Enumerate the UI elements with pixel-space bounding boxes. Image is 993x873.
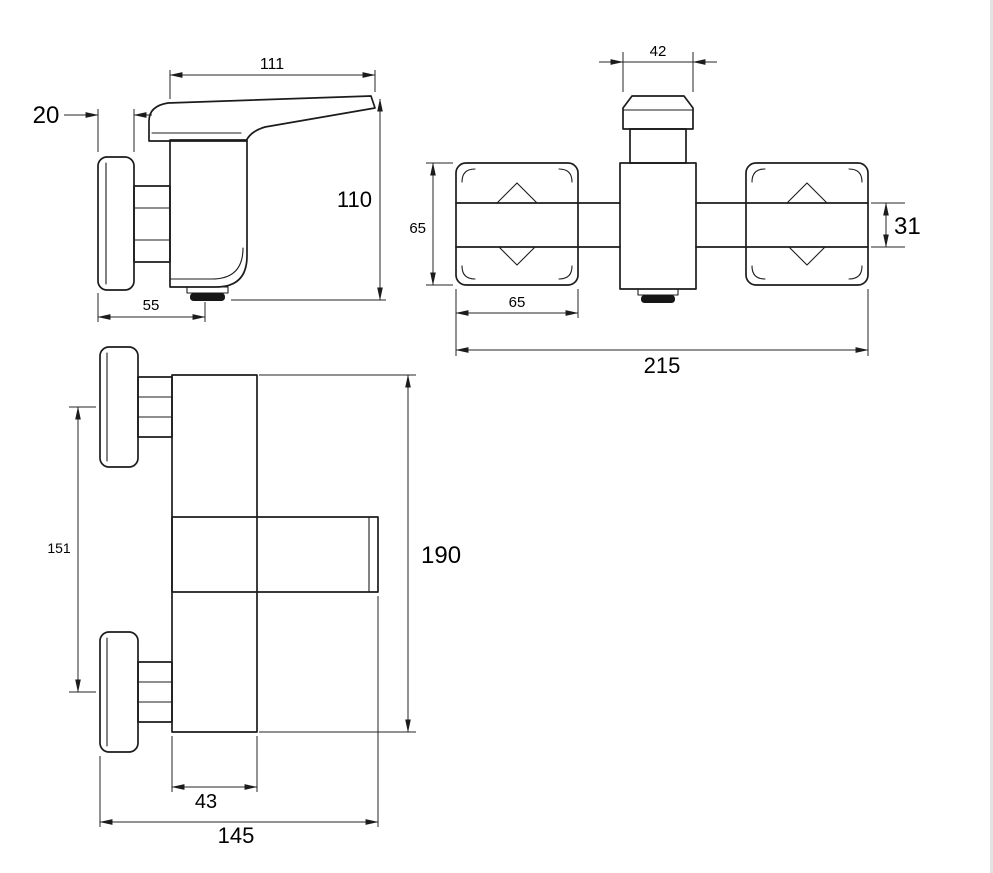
extension-lines xyxy=(622,52,694,92)
dim-overall-width-215: 215 xyxy=(455,289,869,378)
dim-label-height: 110 xyxy=(337,187,372,212)
mixer-body-front xyxy=(619,162,697,290)
dim-overall-height-190: 190 xyxy=(259,374,461,733)
body-inner-curve xyxy=(169,247,244,280)
top-hex-nut xyxy=(137,376,173,438)
extension-lines xyxy=(426,162,453,286)
dim-label-overall-depth: 145 xyxy=(218,823,255,848)
dim-label-handle-width: 42 xyxy=(650,43,667,60)
extension-lines xyxy=(69,406,96,693)
extension-lines xyxy=(259,374,416,733)
dim-label-plate-thickness: 20 xyxy=(33,102,60,129)
dim-label-inlet-spacing: 151 xyxy=(47,540,71,556)
extension-lines xyxy=(171,736,258,792)
wall-plate xyxy=(97,156,135,291)
dim-plate-thickness-20: 20 xyxy=(33,102,152,152)
dim-handle-width-42: 42 xyxy=(599,43,717,92)
spout-block xyxy=(171,516,379,593)
dim-label-escutcheon-size: 65 xyxy=(409,220,426,237)
window-edge-divider xyxy=(990,0,993,873)
mixer-body xyxy=(169,139,248,288)
handle-grip-front xyxy=(622,95,694,130)
aerator-ring-front xyxy=(641,295,675,303)
lever-handle xyxy=(148,95,376,142)
profile-view-geometry xyxy=(99,346,379,753)
dim-inlet-spacing-151: 151 xyxy=(47,406,96,693)
handle-stem-front xyxy=(629,128,687,164)
right-escutcheon-inner-corners xyxy=(751,168,863,280)
dim-projection-111: 111 xyxy=(169,56,376,99)
extension-lines xyxy=(99,596,379,827)
dim-wall-to-outlet-55: 55 xyxy=(97,293,206,322)
body-bar xyxy=(455,202,869,248)
right-union-diamond xyxy=(786,182,828,266)
aerator-ring xyxy=(190,293,225,301)
left-escutcheon-inner-corners xyxy=(461,168,573,280)
extension-lines xyxy=(169,70,376,99)
right-escutcheon xyxy=(745,162,869,286)
side-view: 111 20 110 55 xyxy=(33,56,386,322)
dim-body-depth-31: 31 xyxy=(871,202,921,248)
bottom-hex-nut xyxy=(137,661,173,723)
hex-nut-facets xyxy=(133,207,171,241)
dim-label-body-depth: 31 xyxy=(894,213,921,240)
aerator-housing xyxy=(186,286,229,294)
bottom-hex-facets xyxy=(137,681,173,703)
dim-label-projection: 111 xyxy=(260,56,284,73)
profile-view: 151 190 43 145 xyxy=(47,346,461,848)
side-view-geometry xyxy=(97,95,376,301)
dim-escutcheon-width-65: 65 xyxy=(455,289,579,356)
bottom-wall-plate xyxy=(99,631,139,753)
front-view: 42 65 31 65 215 xyxy=(409,43,920,378)
front-view-geometry xyxy=(455,95,869,303)
dim-overall-depth-145: 145 xyxy=(99,596,379,848)
dim-label-wall-to-outlet: 55 xyxy=(143,297,160,314)
aerator-housing-front xyxy=(637,288,679,296)
left-escutcheon xyxy=(455,162,579,286)
dim-label-body-width: 43 xyxy=(195,791,217,813)
extension-lines xyxy=(97,109,135,152)
dim-body-width-43: 43 xyxy=(171,736,258,813)
mixer-body-profile xyxy=(171,374,258,733)
left-union-diamond xyxy=(496,182,538,266)
dim-label-overall-height: 190 xyxy=(421,542,461,569)
hex-nut xyxy=(133,185,171,263)
top-wall-plate xyxy=(99,346,139,468)
top-hex-facets xyxy=(137,396,173,418)
dim-label-escutcheon-width: 65 xyxy=(509,294,526,311)
dim-label-overall-width: 215 xyxy=(644,353,681,378)
dim-escutcheon-size-65: 65 xyxy=(409,162,453,286)
dim-height-110: 110 xyxy=(231,98,386,301)
